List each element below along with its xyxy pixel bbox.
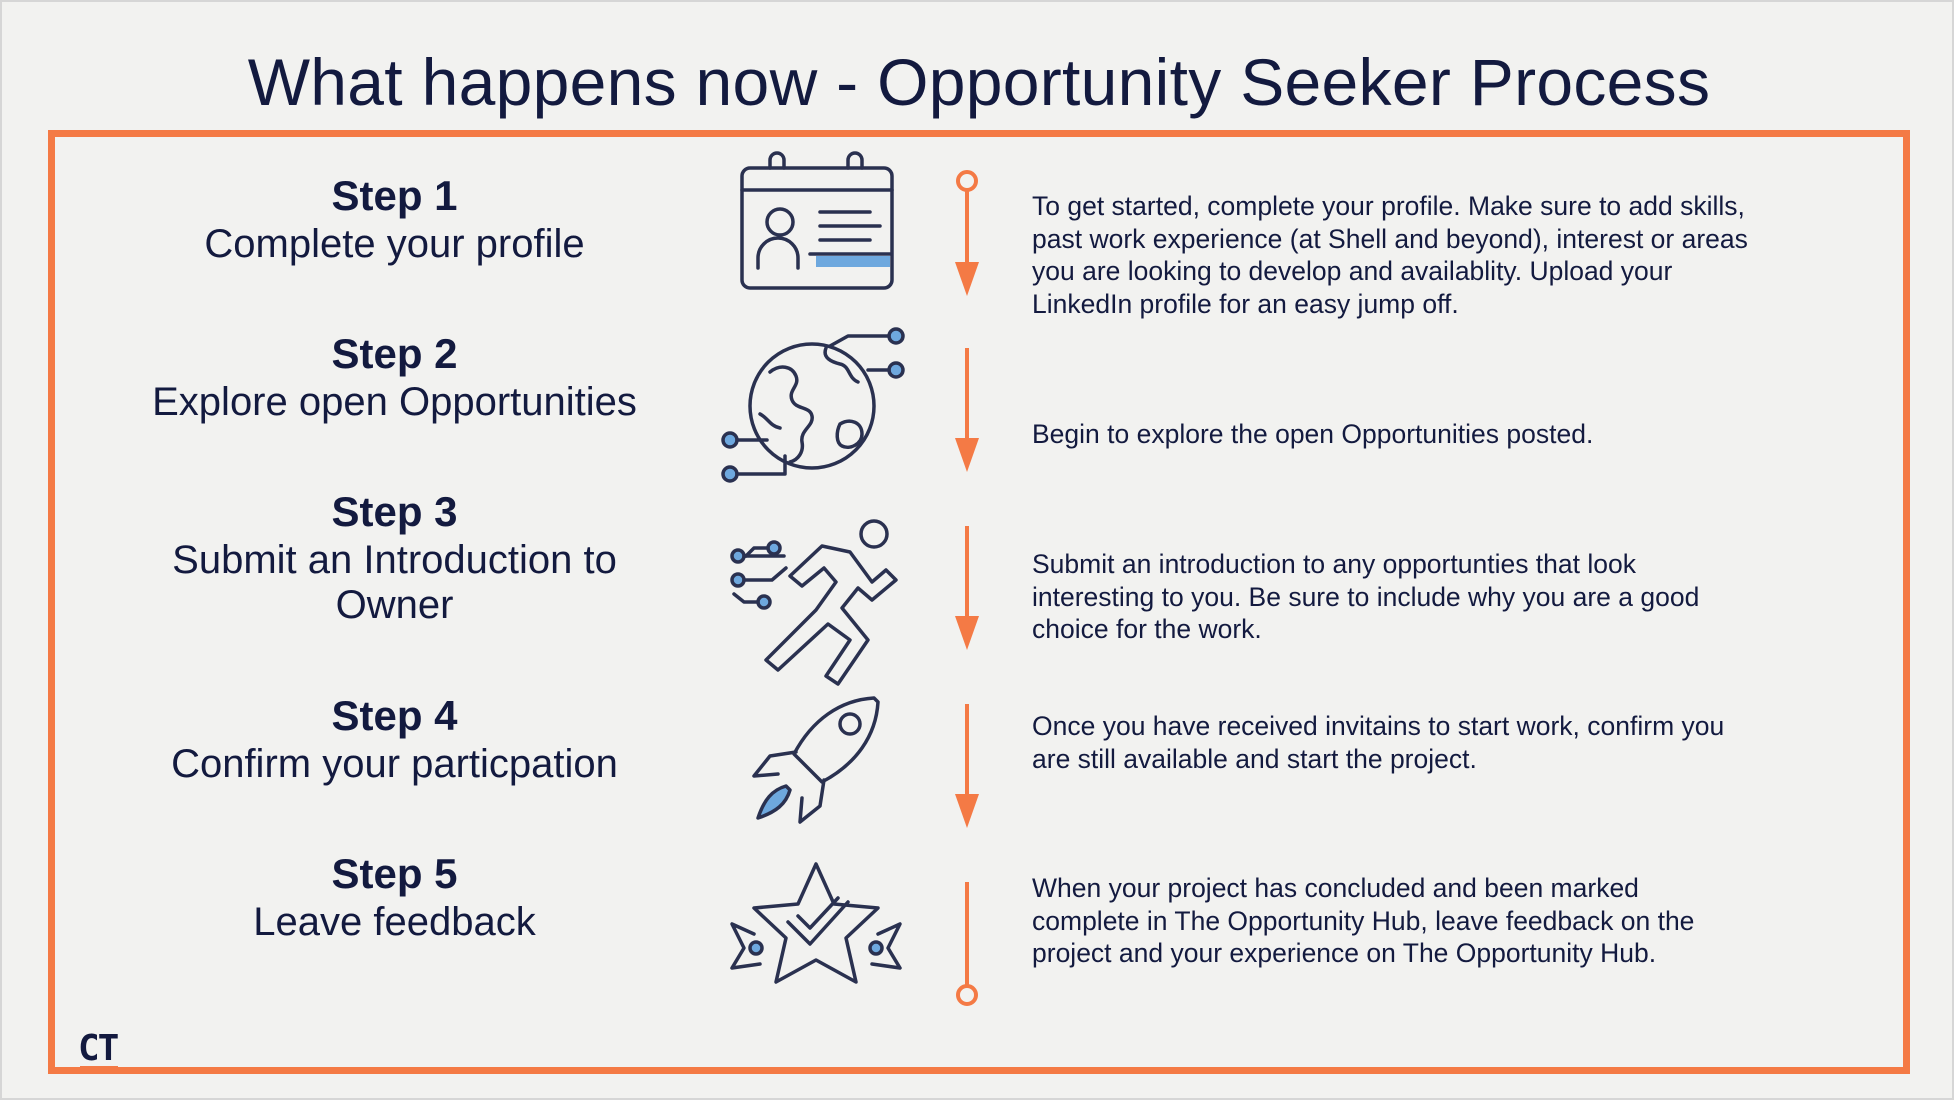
step-1-arrow [952, 168, 982, 296]
page-title: What happens now - Opportunity Seeker Pr… [247, 45, 1711, 119]
step-1-description: To get started, complete your profile. M… [1032, 191, 1748, 319]
step-3-description: Submit an introduction to any opportunti… [1032, 549, 1700, 644]
rocket-icon [746, 694, 886, 826]
step-3-number: Step 3 [331, 488, 458, 535]
step-3-arrow [952, 526, 982, 650]
step-5-title: Leave feedback [253, 900, 536, 944]
step-2-description: Begin to explore the open Opportunities … [1032, 419, 1594, 449]
step-3-title: Submit an Introduction to Owner [172, 538, 617, 627]
step-2-heading: Step 2 Explore open Opportunities [117, 328, 672, 425]
step-4-title: Confirm your particpation [171, 742, 618, 786]
step-1-heading: Step 1 Complete your profile [117, 170, 672, 267]
logo-underline [80, 1066, 118, 1071]
process-frame [48, 130, 1910, 1074]
step-2-number: Step 2 [331, 330, 458, 377]
step-1-number: Step 1 [331, 172, 458, 219]
star-check-icon [728, 860, 904, 992]
step-1-title: Complete your profile [204, 222, 585, 266]
step-5-end-marker [952, 882, 982, 1008]
step-5-number: Step 5 [331, 850, 458, 897]
running-person-icon [726, 516, 906, 686]
step-2-arrow [952, 348, 982, 472]
step-3-heading: Step 3 Submit an Introduction to Owner [117, 486, 672, 628]
step-5-description: When your project has concluded and been… [1032, 873, 1695, 968]
ct-logo: CT [78, 1028, 119, 1069]
step-4-arrow [952, 704, 982, 828]
step-4-description: Once you have received invitains to star… [1032, 711, 1725, 774]
profile-card-icon [730, 150, 900, 295]
step-4-heading: Step 4 Confirm your particpation [117, 690, 672, 787]
step-4-number: Step 4 [331, 692, 458, 739]
step-2-title: Explore open Opportunities [152, 380, 637, 424]
connected-globe-icon [720, 324, 910, 484]
step-5-heading: Step 5 Leave feedback [117, 848, 672, 945]
